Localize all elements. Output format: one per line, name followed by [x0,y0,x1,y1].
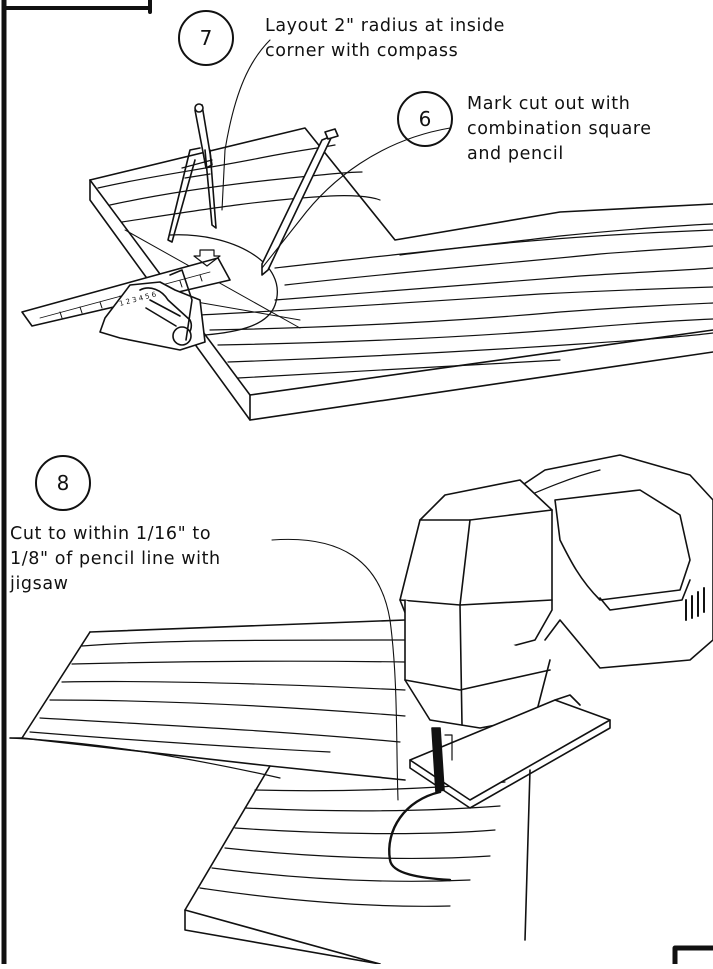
compass [167,103,217,243]
step-6-number: 6 [419,107,432,131]
step-8-circle [35,455,91,511]
step-7-number: 7 [200,26,213,50]
step-8-number: 8 [57,471,70,495]
leader-8 [271,538,399,801]
page-corner-mark [672,945,713,967]
bottom-board [9,619,531,965]
step-6-label: Mark cut out with combination square and… [467,94,652,164]
step-6-circle [397,91,453,147]
leader-7 [221,39,271,211]
leader-6 [261,127,451,269]
radius-arc [169,234,278,336]
pencil-line-2 [184,299,301,321]
pencil [261,128,339,276]
combination-square [21,257,231,351]
step-8-label: Cut to within 1/16" to 1/8" of pencil li… [10,524,221,594]
step-7-circle [178,10,234,66]
arrow-mark [193,249,221,267]
top-board [89,127,713,421]
page-border-top-corner [2,0,152,14]
cut-line [388,790,452,882]
step-7-label: Layout 2" radius at inside corner with c… [265,16,506,61]
jigsaw [399,454,713,809]
